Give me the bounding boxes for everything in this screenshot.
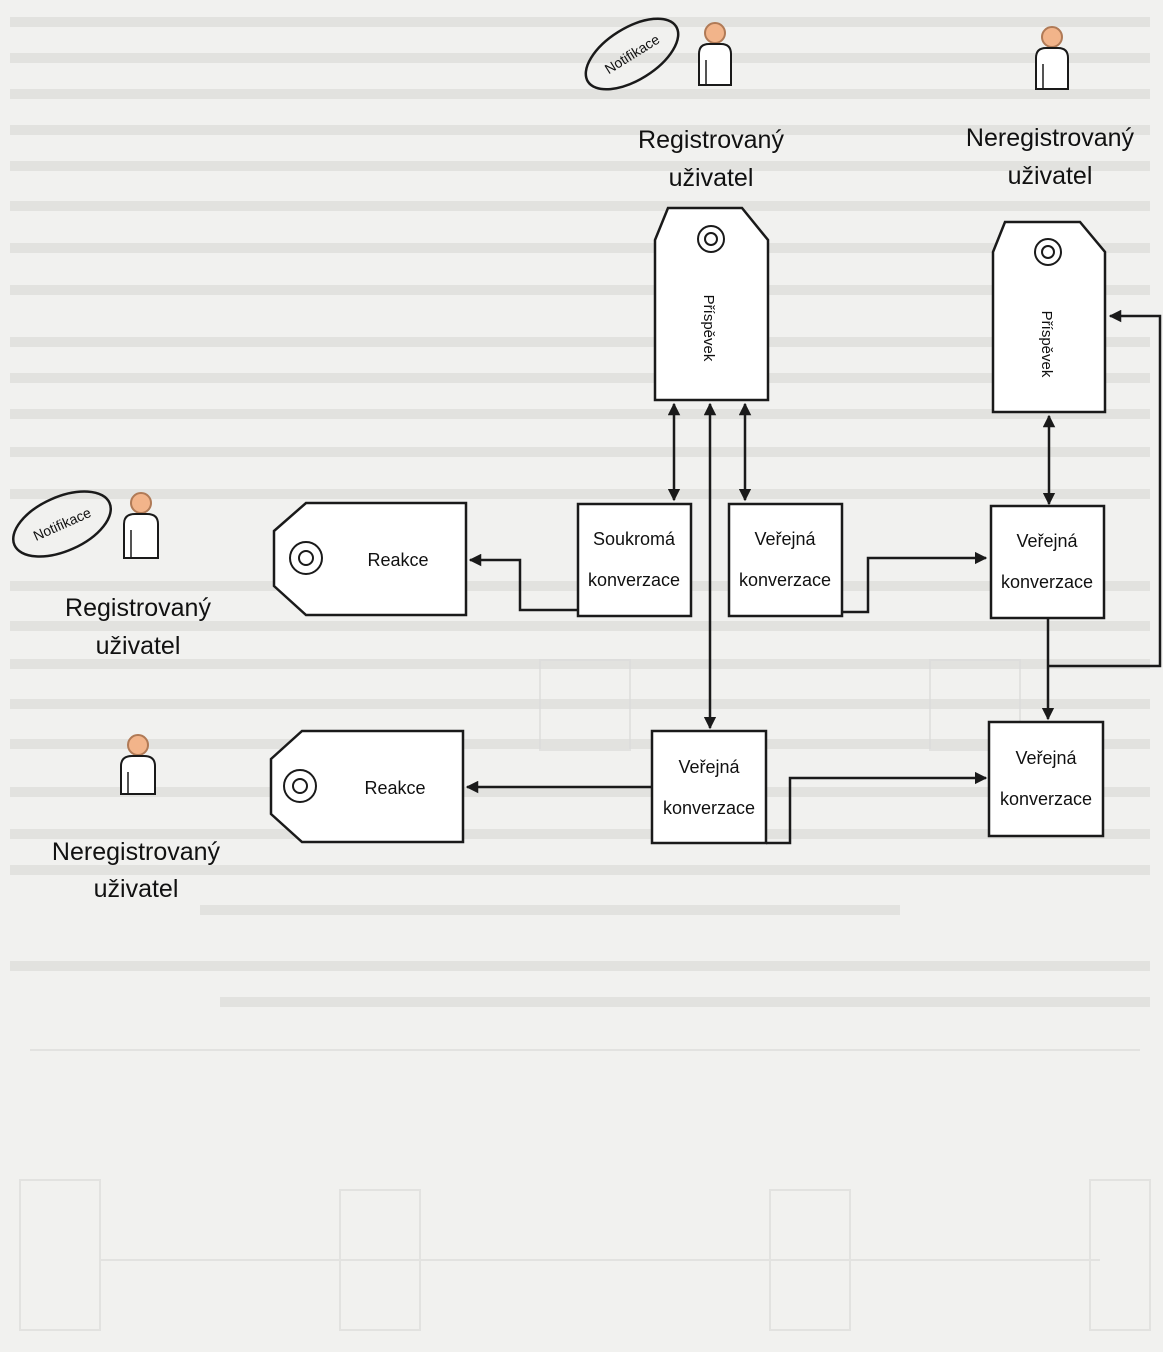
actor-label-registered-top-line2: uživatel	[669, 164, 754, 192]
notification-ellipse	[11, 490, 113, 558]
notification-left: Notifikace	[11, 490, 113, 558]
actor-label-unregistered-left-line2: uživatel	[94, 875, 179, 903]
notification-top: Notifikace	[584, 17, 680, 91]
user-icon	[698, 22, 732, 86]
user-icon	[120, 734, 156, 795]
reaction-tag-label: Reakce	[367, 550, 428, 570]
box-label-line2: konverzace	[1001, 572, 1093, 592]
tag-hole-inner	[704, 232, 718, 246]
connector-private-reaction	[468, 553, 578, 612]
public-conversation-box-center: Veřejná konverzace	[727, 502, 844, 618]
post-tag-right: Příspěvek	[991, 220, 1107, 414]
connector-loop-right	[1048, 309, 1162, 668]
connector-public-to-right	[842, 551, 988, 614]
public-conversation-box-bottom: Veřejná konverzace	[650, 729, 768, 845]
reaction-tag-lower: Reakce	[269, 729, 465, 844]
user-icon	[123, 492, 159, 559]
public-conversation-box-right-lower: Veřejná konverzace	[987, 720, 1105, 838]
actor-label-unregistered-left-line1: Neregistrovaný	[52, 838, 221, 866]
post-tag-label: Příspěvek	[1038, 311, 1055, 378]
actor-label-registered-top-line1: Registrovaný	[638, 126, 784, 154]
box-label-line1: Veřejná	[1016, 531, 1078, 551]
tag-hole-outer	[283, 769, 317, 803]
public-conversation-box-right-upper: Veřejná konverzace	[989, 504, 1106, 620]
box-label-line2: konverzace	[739, 570, 831, 590]
actor-label-unregistered-top-line2: uživatel	[1008, 162, 1093, 190]
tag-hole-inner	[298, 550, 314, 566]
actor-label-registered-left-line1: Registrovaný	[65, 594, 211, 622]
reaction-tag-label: Reakce	[364, 778, 425, 798]
tag-hole-inner	[1041, 245, 1055, 259]
connector-bottom-right	[766, 771, 988, 845]
box-label-line2: konverzace	[588, 570, 680, 590]
notification-ellipse	[584, 17, 680, 91]
box-label-line1: Veřejná	[1015, 748, 1077, 768]
tag-hole-outer	[1034, 238, 1062, 266]
post-tag-main: Příspěvek	[653, 206, 770, 402]
actor-label-registered-left-line2: uživatel	[96, 632, 181, 660]
tag-hole-outer	[697, 225, 725, 253]
box-label-line1: Soukromá	[593, 529, 676, 549]
box-label-line2: konverzace	[1000, 789, 1092, 809]
tag-hole-outer	[289, 541, 323, 575]
actor-label-unregistered-top-line1: Neregistrovaný	[966, 124, 1135, 152]
notification-label: Notifikace	[31, 504, 94, 544]
user-icon	[1035, 26, 1069, 90]
box-label-line1: Veřejná	[678, 757, 740, 777]
box-label-line2: konverzace	[663, 798, 755, 818]
post-tag-label: Příspěvek	[700, 295, 717, 362]
reaction-tag-upper: Reakce	[272, 501, 468, 617]
private-conversation-box: Soukromá konverzace	[576, 502, 693, 618]
tag-hole-inner	[292, 778, 308, 794]
box-label-line1: Veřejná	[754, 529, 816, 549]
